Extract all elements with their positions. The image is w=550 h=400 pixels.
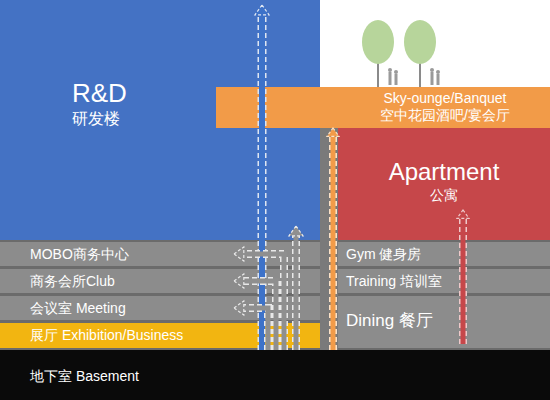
node-title: 展厅 Exhibition/Business bbox=[30, 327, 320, 344]
flow-arrow bbox=[289, 226, 303, 350]
arrow-outline bbox=[292, 236, 300, 350]
arrow-shaft bbox=[244, 281, 276, 350]
node-title: MOBO商务中心 bbox=[30, 246, 320, 263]
basement-band: 地下室 Basement bbox=[0, 350, 550, 400]
arrow-head bbox=[234, 247, 244, 261]
floor-band: Dining 餐厅 bbox=[338, 296, 550, 348]
floor-band: 商务会所Club bbox=[0, 269, 320, 293]
node-title: Gym 健身房 bbox=[346, 246, 550, 263]
floor-band: Gym 健身房 bbox=[338, 242, 550, 266]
arrow-outline bbox=[329, 136, 337, 350]
flow-arrow bbox=[234, 247, 284, 350]
person bbox=[394, 70, 398, 74]
tree-crown bbox=[362, 20, 394, 64]
node-title: 地下室 Basement bbox=[30, 368, 550, 385]
person bbox=[395, 74, 398, 85]
arrow-outline bbox=[244, 308, 268, 350]
core-strip bbox=[320, 128, 338, 350]
flow-arrow bbox=[255, 5, 269, 350]
floor-band: 展厅 Exhibition/Business bbox=[0, 323, 320, 348]
node-subtitle: 公寓 bbox=[338, 187, 550, 204]
arrow-outline bbox=[244, 254, 284, 350]
person bbox=[431, 72, 434, 85]
node-title: Apartment bbox=[338, 158, 550, 187]
arrow-outline bbox=[459, 218, 467, 344]
node-subtitle: 空中花园酒吧/宴会厅 bbox=[340, 107, 550, 124]
person bbox=[437, 74, 440, 85]
flow-arrow bbox=[234, 274, 276, 350]
arrow-head bbox=[289, 226, 303, 236]
node-title: Sky-ounge/Banquet bbox=[340, 90, 550, 107]
floor-band: Training 培训室 bbox=[338, 269, 550, 293]
floor-gap bbox=[0, 240, 550, 350]
building-block: R&D研发楼 bbox=[0, 0, 320, 240]
node-subtitle: 研发楼 bbox=[72, 109, 320, 128]
person bbox=[436, 70, 440, 74]
node-title: 商务会所Club bbox=[30, 273, 320, 290]
flow-arrow bbox=[457, 210, 469, 344]
arrow-shaft bbox=[244, 254, 284, 350]
arrow-shaft bbox=[294, 236, 299, 350]
arrow-shaft bbox=[331, 136, 336, 350]
arrow-outline bbox=[258, 15, 267, 350]
arrow-shaft bbox=[244, 308, 268, 350]
people bbox=[388, 68, 440, 85]
person bbox=[388, 68, 392, 72]
trees bbox=[362, 20, 436, 87]
flow-arrow bbox=[234, 301, 268, 350]
arrow-head bbox=[327, 128, 339, 136]
person bbox=[389, 72, 392, 85]
flow-arrow bbox=[327, 128, 339, 350]
node-title: Training 培训室 bbox=[346, 273, 550, 290]
arrow-shaft bbox=[259, 15, 265, 350]
node-title: R&D bbox=[72, 78, 320, 109]
floor-band: MOBO商务中心 bbox=[0, 242, 320, 266]
arrow-head bbox=[255, 5, 269, 15]
arrow-shaft bbox=[461, 218, 466, 344]
node-title: Dining 餐厅 bbox=[346, 311, 550, 331]
tree-crown bbox=[404, 20, 436, 64]
floor-band: 会议室 Meeting bbox=[0, 296, 320, 320]
arrow-head bbox=[457, 210, 469, 218]
building-block: Apartment公寓 bbox=[338, 128, 550, 240]
person bbox=[430, 68, 434, 72]
arrow-outline bbox=[244, 281, 276, 350]
node-title: 会议室 Meeting bbox=[30, 300, 320, 317]
arrow-head bbox=[234, 274, 244, 288]
arrow-head bbox=[234, 301, 244, 315]
